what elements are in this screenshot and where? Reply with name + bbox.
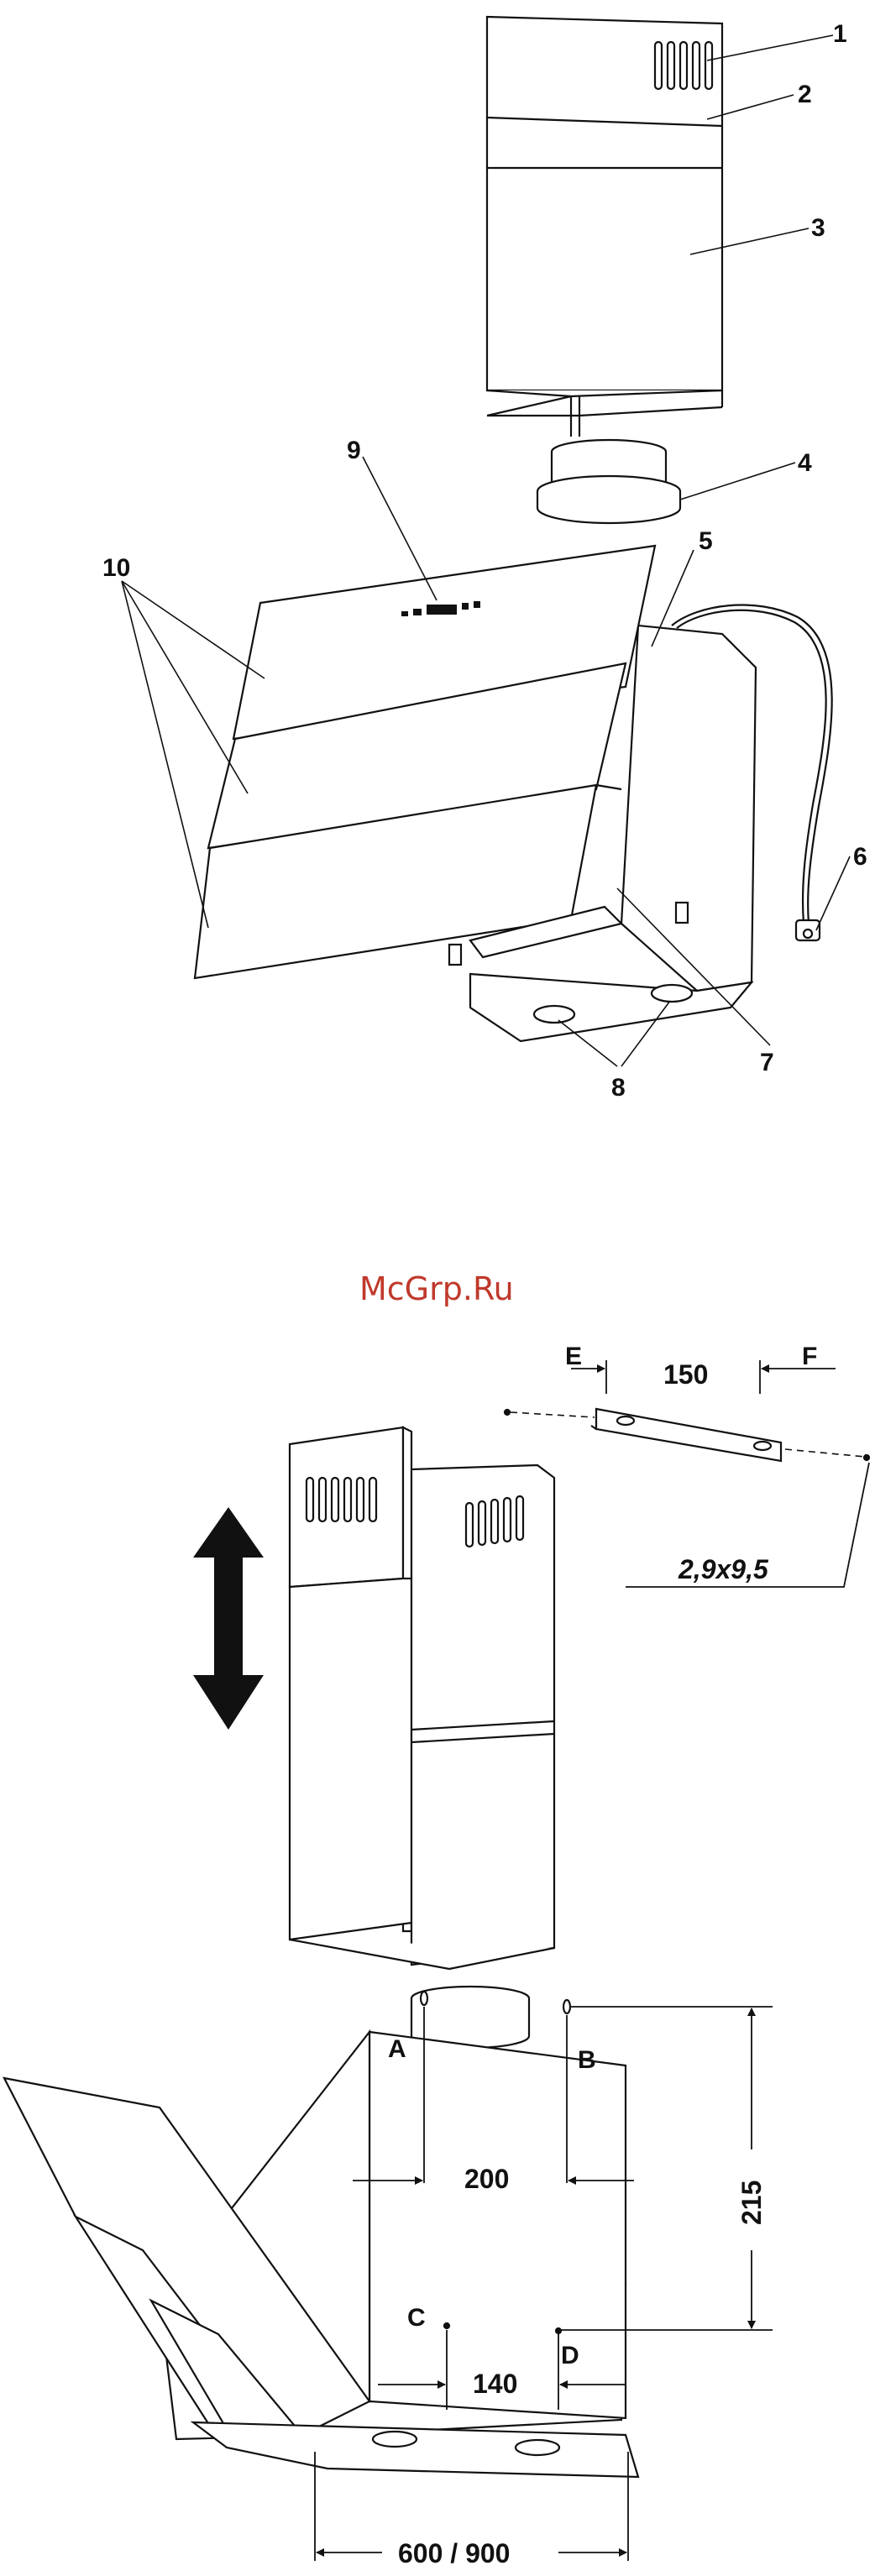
callout-1: 1 bbox=[833, 20, 847, 48]
hole-c: C bbox=[407, 2304, 426, 2332]
hole-a: A bbox=[388, 2035, 406, 2063]
label-f: F bbox=[802, 1343, 817, 1370]
chimney-sections bbox=[290, 1427, 554, 1969]
hood-installed bbox=[4, 1987, 638, 2477]
dimension-vertical: 215 bbox=[736, 2181, 767, 2225]
hole-b: B bbox=[578, 2046, 596, 2074]
parts-exploded-view bbox=[195, 17, 832, 1041]
callout-8: 8 bbox=[611, 1074, 626, 1102]
dimension-cd: 140 bbox=[473, 2369, 517, 2399]
callout-2: 2 bbox=[798, 81, 812, 108]
callout-3: 3 bbox=[811, 214, 825, 242]
callout-7: 7 bbox=[760, 1049, 774, 1076]
air-outlet-collar bbox=[537, 440, 680, 523]
callout-10: 10 bbox=[102, 554, 130, 582]
callout-5: 5 bbox=[699, 527, 713, 555]
installation-view bbox=[4, 1360, 869, 2561]
dimension-width: 600 / 900 bbox=[398, 2538, 510, 2568]
screw-size: 2,9x9,5 bbox=[678, 1554, 769, 1584]
callout-4: 4 bbox=[798, 449, 812, 477]
label-e: E bbox=[565, 1343, 582, 1370]
bracket-dimension: 150 bbox=[663, 1359, 708, 1390]
double-arrow-icon bbox=[193, 1507, 264, 1730]
hole-d: D bbox=[561, 2342, 579, 2369]
dimension-ab: 200 bbox=[464, 2164, 509, 2194]
chimney-cover bbox=[487, 17, 722, 437]
mounting-bracket bbox=[591, 1409, 781, 1461]
callout-6: 6 bbox=[853, 843, 867, 871]
watermark: McGrp.Ru bbox=[359, 1270, 514, 1307]
callout-9: 9 bbox=[347, 437, 361, 464]
